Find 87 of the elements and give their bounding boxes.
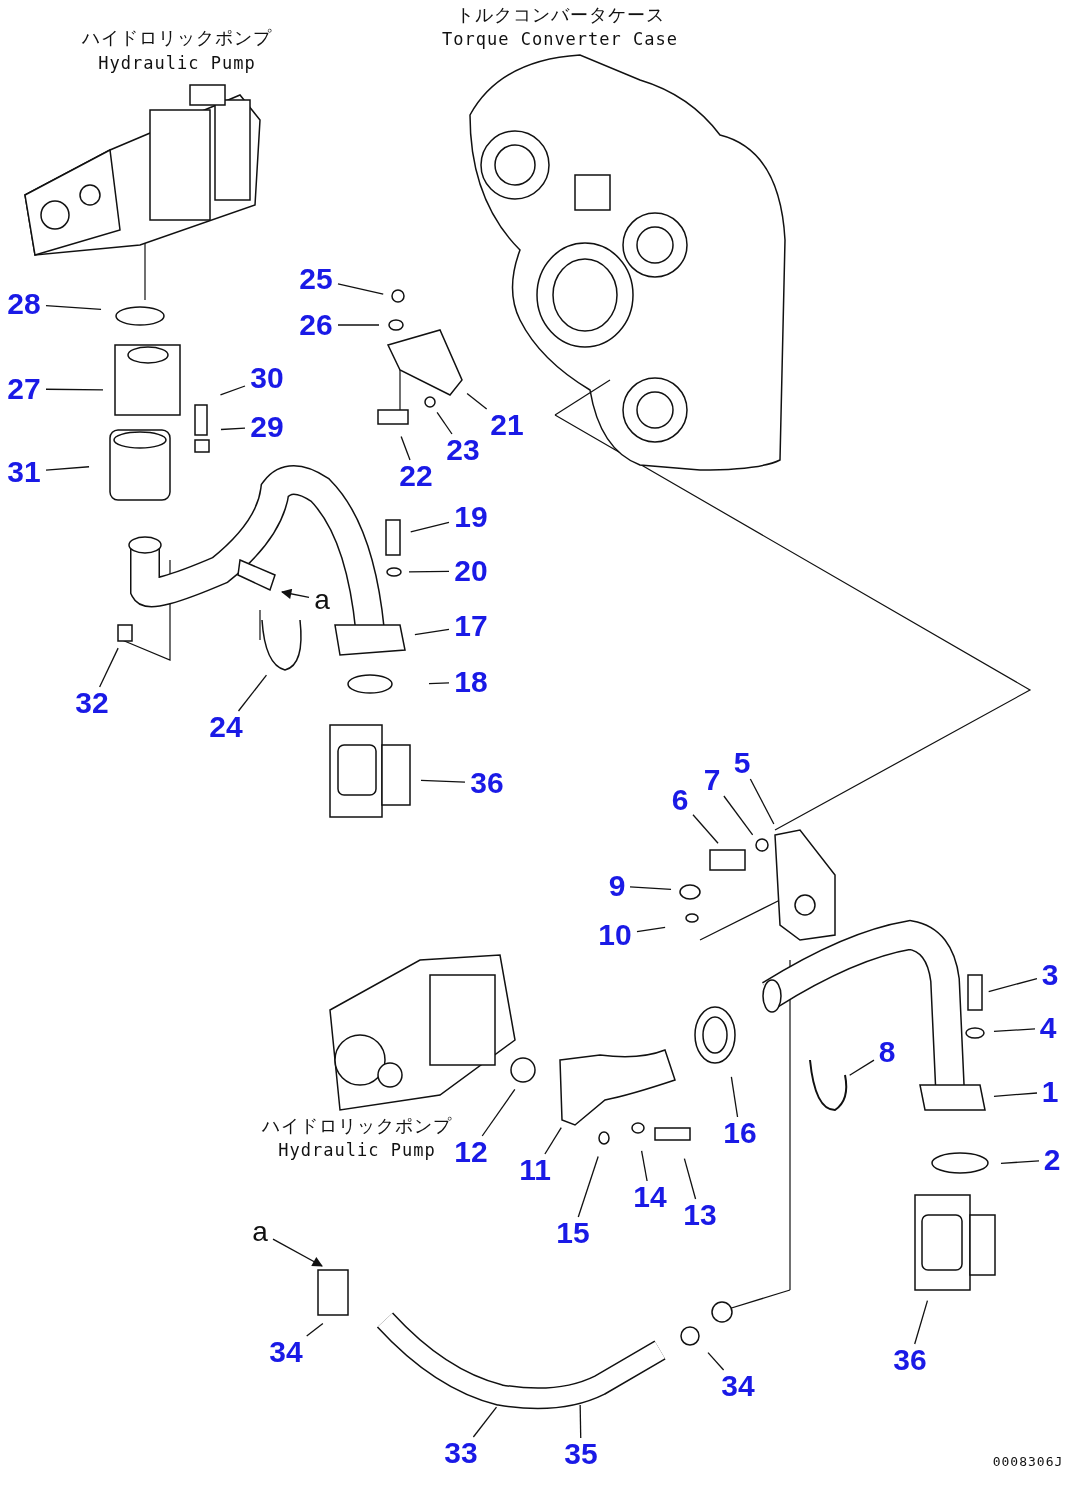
callout-number: 9 [608,870,626,902]
callout-number: 34 [721,1370,755,1402]
part-label: Hydraulic Pump [278,1141,436,1160]
arrow [272,1238,323,1267]
part-label: ハイドロリックポンプ [82,28,272,48]
callout-number: 29 [250,411,284,443]
part-label: ハイドロリックポンプ [262,1116,452,1136]
callout-number: 2 [1043,1144,1061,1176]
leader-line [428,682,450,685]
callout-number: 36 [470,767,504,799]
leader-line [410,521,450,533]
leader-line [45,304,102,310]
part-label: トルクコンバータケース [455,5,665,25]
callout-number: 16 [723,1117,757,1149]
leader-line [723,795,754,836]
leader-line [337,324,380,326]
leader-line [237,674,268,712]
callout-number: 25 [299,263,333,295]
callout-number: 35 [564,1438,598,1470]
leader-line [306,1322,324,1337]
leader-line [436,411,453,435]
callout-number: 23 [446,434,480,466]
callout-number: 30 [250,362,284,394]
leader-line [98,647,119,688]
callout-number: 13 [683,1199,717,1231]
leader-line [730,1076,739,1118]
leader-line [988,977,1038,993]
leader-line [692,814,719,844]
callout-number: 7 [703,764,721,796]
callout-number: 28 [7,288,41,320]
callout-number: 26 [299,309,333,341]
leader-line [579,1404,582,1439]
leader-line [577,1155,599,1218]
callout-number: 8 [878,1036,896,1068]
callout-number: 21 [490,409,524,441]
callout-number: 33 [444,1437,478,1469]
callout-number: 27 [7,373,41,405]
leader-line [544,1127,562,1155]
callout-number: 36 [893,1344,927,1376]
reference-letter: a [252,1216,268,1248]
leader-line [219,385,246,396]
callout-number: 4 [1039,1012,1057,1044]
leader-line [400,435,411,461]
leader-line [993,1092,1038,1097]
leader-line [420,779,466,783]
leader-line [472,1406,498,1438]
leader-line [629,886,672,891]
leader-line [683,1158,697,1200]
callout-number: 5 [733,747,751,779]
callout-number: 18 [454,666,488,698]
leader-line [481,1088,516,1137]
callout-number: 1 [1041,1076,1059,1108]
leader-line [45,466,90,471]
leader-line [45,388,104,391]
callout-number: 22 [399,460,433,492]
callout-number: 19 [454,501,488,533]
leader-line [414,628,450,636]
leader-line [408,570,450,573]
leader-line [749,778,775,825]
arrow [281,588,310,599]
leader-line [337,283,384,295]
callout-number: 15 [556,1217,590,1249]
callout-number: 3 [1041,959,1059,991]
leader-line [993,1028,1036,1033]
drawing-number: 0008306J [992,1455,1064,1470]
part-label: Torque Converter Case [442,30,678,49]
callout-number: 24 [209,711,243,743]
leader-line [707,1352,725,1371]
reference-letter: a [314,584,330,616]
callout-number: 10 [598,919,632,951]
leader-line [640,1150,648,1182]
callout-number: 17 [454,610,488,642]
callout-number: 14 [633,1181,667,1213]
part-label: Hydraulic Pump [98,54,256,73]
leader-line [636,926,666,933]
leader-line [849,1059,875,1076]
leader-line [220,427,246,431]
callout-number: 34 [269,1336,303,1368]
callout-number: 12 [454,1136,488,1168]
callout-number: 20 [454,555,488,587]
callout-number: 11 [519,1154,551,1186]
leader-line [466,392,488,410]
callout-number: 32 [75,687,109,719]
leader-line [1000,1160,1040,1165]
callout-number: 31 [7,456,41,488]
leader-line [914,1300,929,1345]
callout-number: 6 [671,784,689,816]
